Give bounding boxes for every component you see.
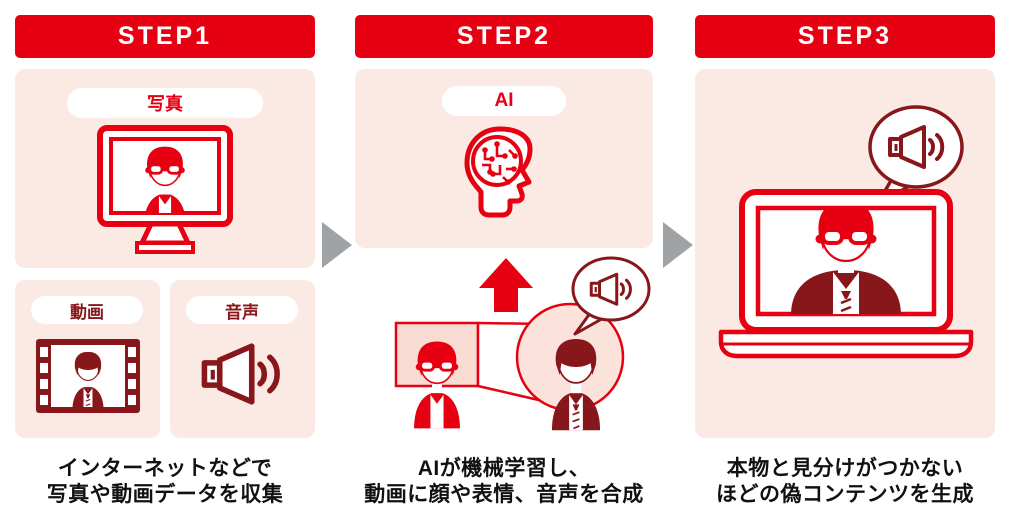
audio-label-pill: 音声 <box>186 296 298 324</box>
step2-header: STEP2 <box>355 15 653 58</box>
result-panel <box>695 69 995 438</box>
ai-panel: AI <box>355 69 653 248</box>
monitor-with-person-icon <box>97 125 233 254</box>
ai-circuit-head-icon <box>464 126 533 218</box>
step3-header: STEP3 <box>695 15 995 58</box>
step1-caption: インターネットなどで 写真や動画データを収集 <box>5 456 325 508</box>
laptop-with-person-icon <box>718 105 974 359</box>
ai-label-pill: AI <box>442 86 566 116</box>
face-swap-illustration <box>394 256 651 432</box>
step1-caption-line1: インターネットなどで <box>57 457 273 480</box>
video-label: 動画 <box>70 302 104 322</box>
step1-header: STEP1 <box>15 15 315 58</box>
step2-header-label: STEP2 <box>456 22 552 50</box>
speech-bubble-speaker-icon <box>571 256 651 336</box>
right-arrow-icon-2 <box>663 222 693 268</box>
photo-label: 写真 <box>147 94 183 114</box>
photo-label-pill: 写真 <box>67 88 263 118</box>
speaker-icon <box>200 342 284 406</box>
fake-person <box>791 208 901 314</box>
film-strip-person-icon <box>36 339 140 413</box>
step2-caption: AIが機械学習し、 動画に顔や表情、音声を合成 <box>345 456 663 508</box>
step3-caption-line1: 本物と見分けがつかない <box>726 457 964 480</box>
video-panel: 動画 <box>15 280 160 438</box>
audio-panel: 音声 <box>170 280 315 438</box>
video-label-pill: 動画 <box>31 296 143 324</box>
step1-header-label: STEP1 <box>117 22 213 50</box>
step3-caption: 本物と見分けがつかない ほどの偽コンテンツを生成 <box>690 456 1000 508</box>
step2-caption-line1: AIが機械学習し、 <box>417 457 591 480</box>
audio-label: 音声 <box>225 302 259 322</box>
step1-caption-line2: 写真や動画データを収集 <box>46 483 284 506</box>
up-arrow-icon <box>479 258 533 312</box>
step2-caption-line2: 動画に顔や表情、音声を合成 <box>364 483 644 506</box>
photo-panel: 写真 <box>15 69 315 268</box>
step3-caption-line2: ほどの偽コンテンツを生成 <box>716 483 974 506</box>
ai-label: AI <box>494 90 514 111</box>
right-arrow-icon-1 <box>322 222 352 268</box>
step3-header-label: STEP3 <box>797 22 893 50</box>
